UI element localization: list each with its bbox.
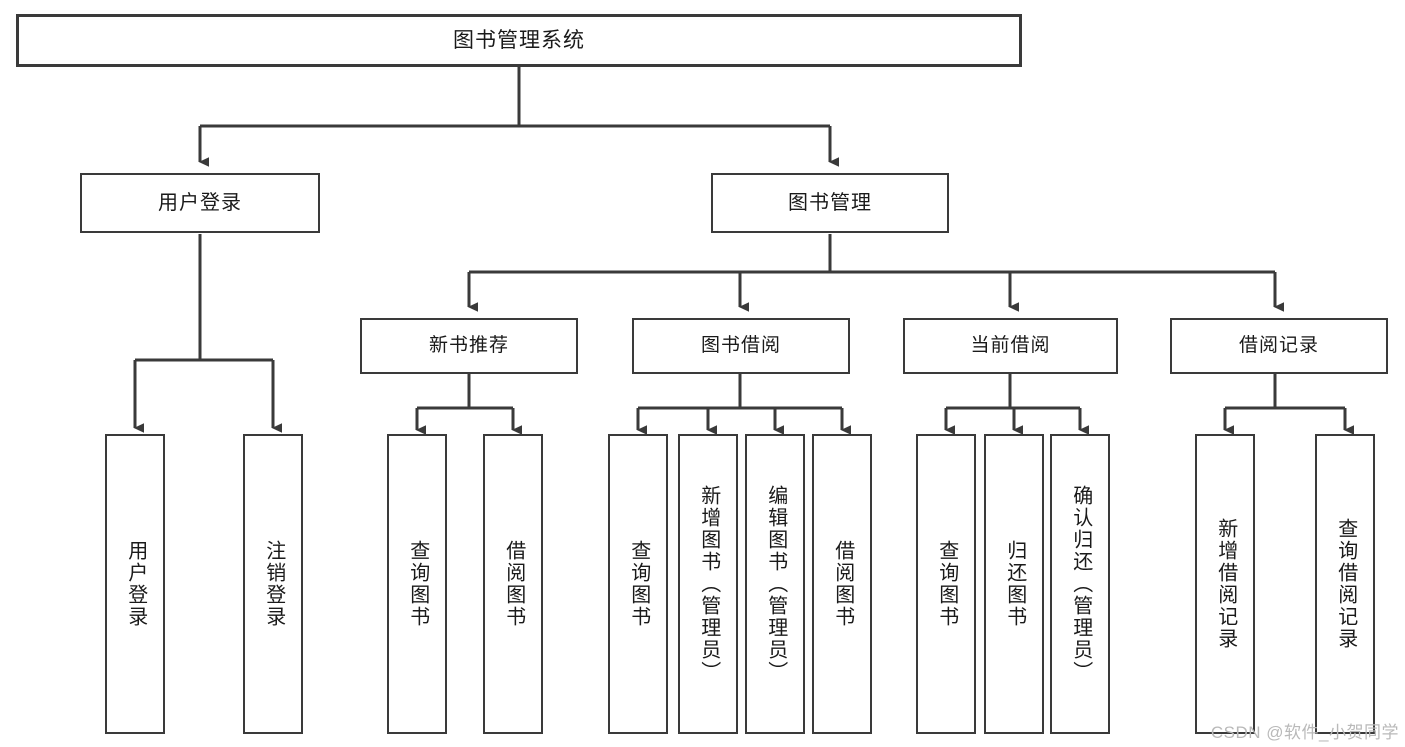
leaf-label: 确认归还（管理员） bbox=[1069, 485, 1092, 683]
leaf-label: 用户登录 bbox=[124, 540, 147, 628]
leaf-record-add[interactable]: 新增借阅记录 bbox=[1195, 434, 1255, 734]
leaf-user-login-logout[interactable]: 注销登录 bbox=[243, 434, 303, 734]
node-current-borrow-label: 当前借阅 bbox=[970, 334, 1051, 356]
node-user-login[interactable]: 用户登录 bbox=[80, 173, 320, 233]
node-book-borrow-label: 图书借阅 bbox=[700, 334, 781, 356]
leaf-borrow-add-book[interactable]: 新增图书（管理员） bbox=[678, 434, 738, 734]
node-borrow-record[interactable]: 借阅记录 bbox=[1170, 318, 1388, 374]
node-new-book-recommend[interactable]: 新书推荐 bbox=[360, 318, 578, 374]
leaf-label: 借阅图书 bbox=[502, 540, 525, 628]
leaf-label: 编辑图书（管理员） bbox=[764, 485, 787, 683]
node-borrow-record-label: 借阅记录 bbox=[1238, 334, 1319, 356]
leaf-label: 查询图书 bbox=[935, 540, 958, 628]
node-root-label: 图书管理系统 bbox=[453, 28, 585, 52]
leaf-label: 新增借阅记录 bbox=[1214, 518, 1237, 650]
node-book-management-label: 图书管理 bbox=[788, 192, 872, 214]
leaf-borrow-borrow-book[interactable]: 借阅图书 bbox=[812, 434, 872, 734]
leaf-current-query-book[interactable]: 查询图书 bbox=[916, 434, 976, 734]
leaf-label: 归还图书 bbox=[1003, 540, 1026, 628]
leaf-borrow-edit-book[interactable]: 编辑图书（管理员） bbox=[745, 434, 805, 734]
leaf-label: 注销登录 bbox=[262, 540, 285, 628]
node-new-book-recommend-label: 新书推荐 bbox=[428, 334, 509, 356]
node-root[interactable]: 图书管理系统 bbox=[16, 14, 1022, 67]
node-user-login-label: 用户登录 bbox=[158, 192, 242, 214]
leaf-current-confirm-return[interactable]: 确认归还（管理员） bbox=[1050, 434, 1110, 734]
watermark: CSDN @软件_小贺同学 bbox=[1210, 723, 1399, 742]
leaf-new-book-borrow[interactable]: 借阅图书 bbox=[483, 434, 543, 734]
leaf-current-return-book[interactable]: 归还图书 bbox=[984, 434, 1044, 734]
node-book-borrow[interactable]: 图书借阅 bbox=[632, 318, 850, 374]
leaf-label: 查询图书 bbox=[627, 540, 650, 628]
leaf-label: 查询借阅记录 bbox=[1334, 518, 1357, 650]
leaf-label: 查询图书 bbox=[406, 540, 429, 628]
leaf-borrow-query-book[interactable]: 查询图书 bbox=[608, 434, 668, 734]
leaf-record-query[interactable]: 查询借阅记录 bbox=[1315, 434, 1375, 734]
leaf-label: 借阅图书 bbox=[831, 540, 854, 628]
leaf-new-book-query[interactable]: 查询图书 bbox=[387, 434, 447, 734]
node-current-borrow[interactable]: 当前借阅 bbox=[903, 318, 1118, 374]
leaf-label: 新增图书（管理员） bbox=[697, 485, 720, 683]
node-book-management[interactable]: 图书管理 bbox=[711, 173, 949, 233]
leaf-user-login-login[interactable]: 用户登录 bbox=[105, 434, 165, 734]
